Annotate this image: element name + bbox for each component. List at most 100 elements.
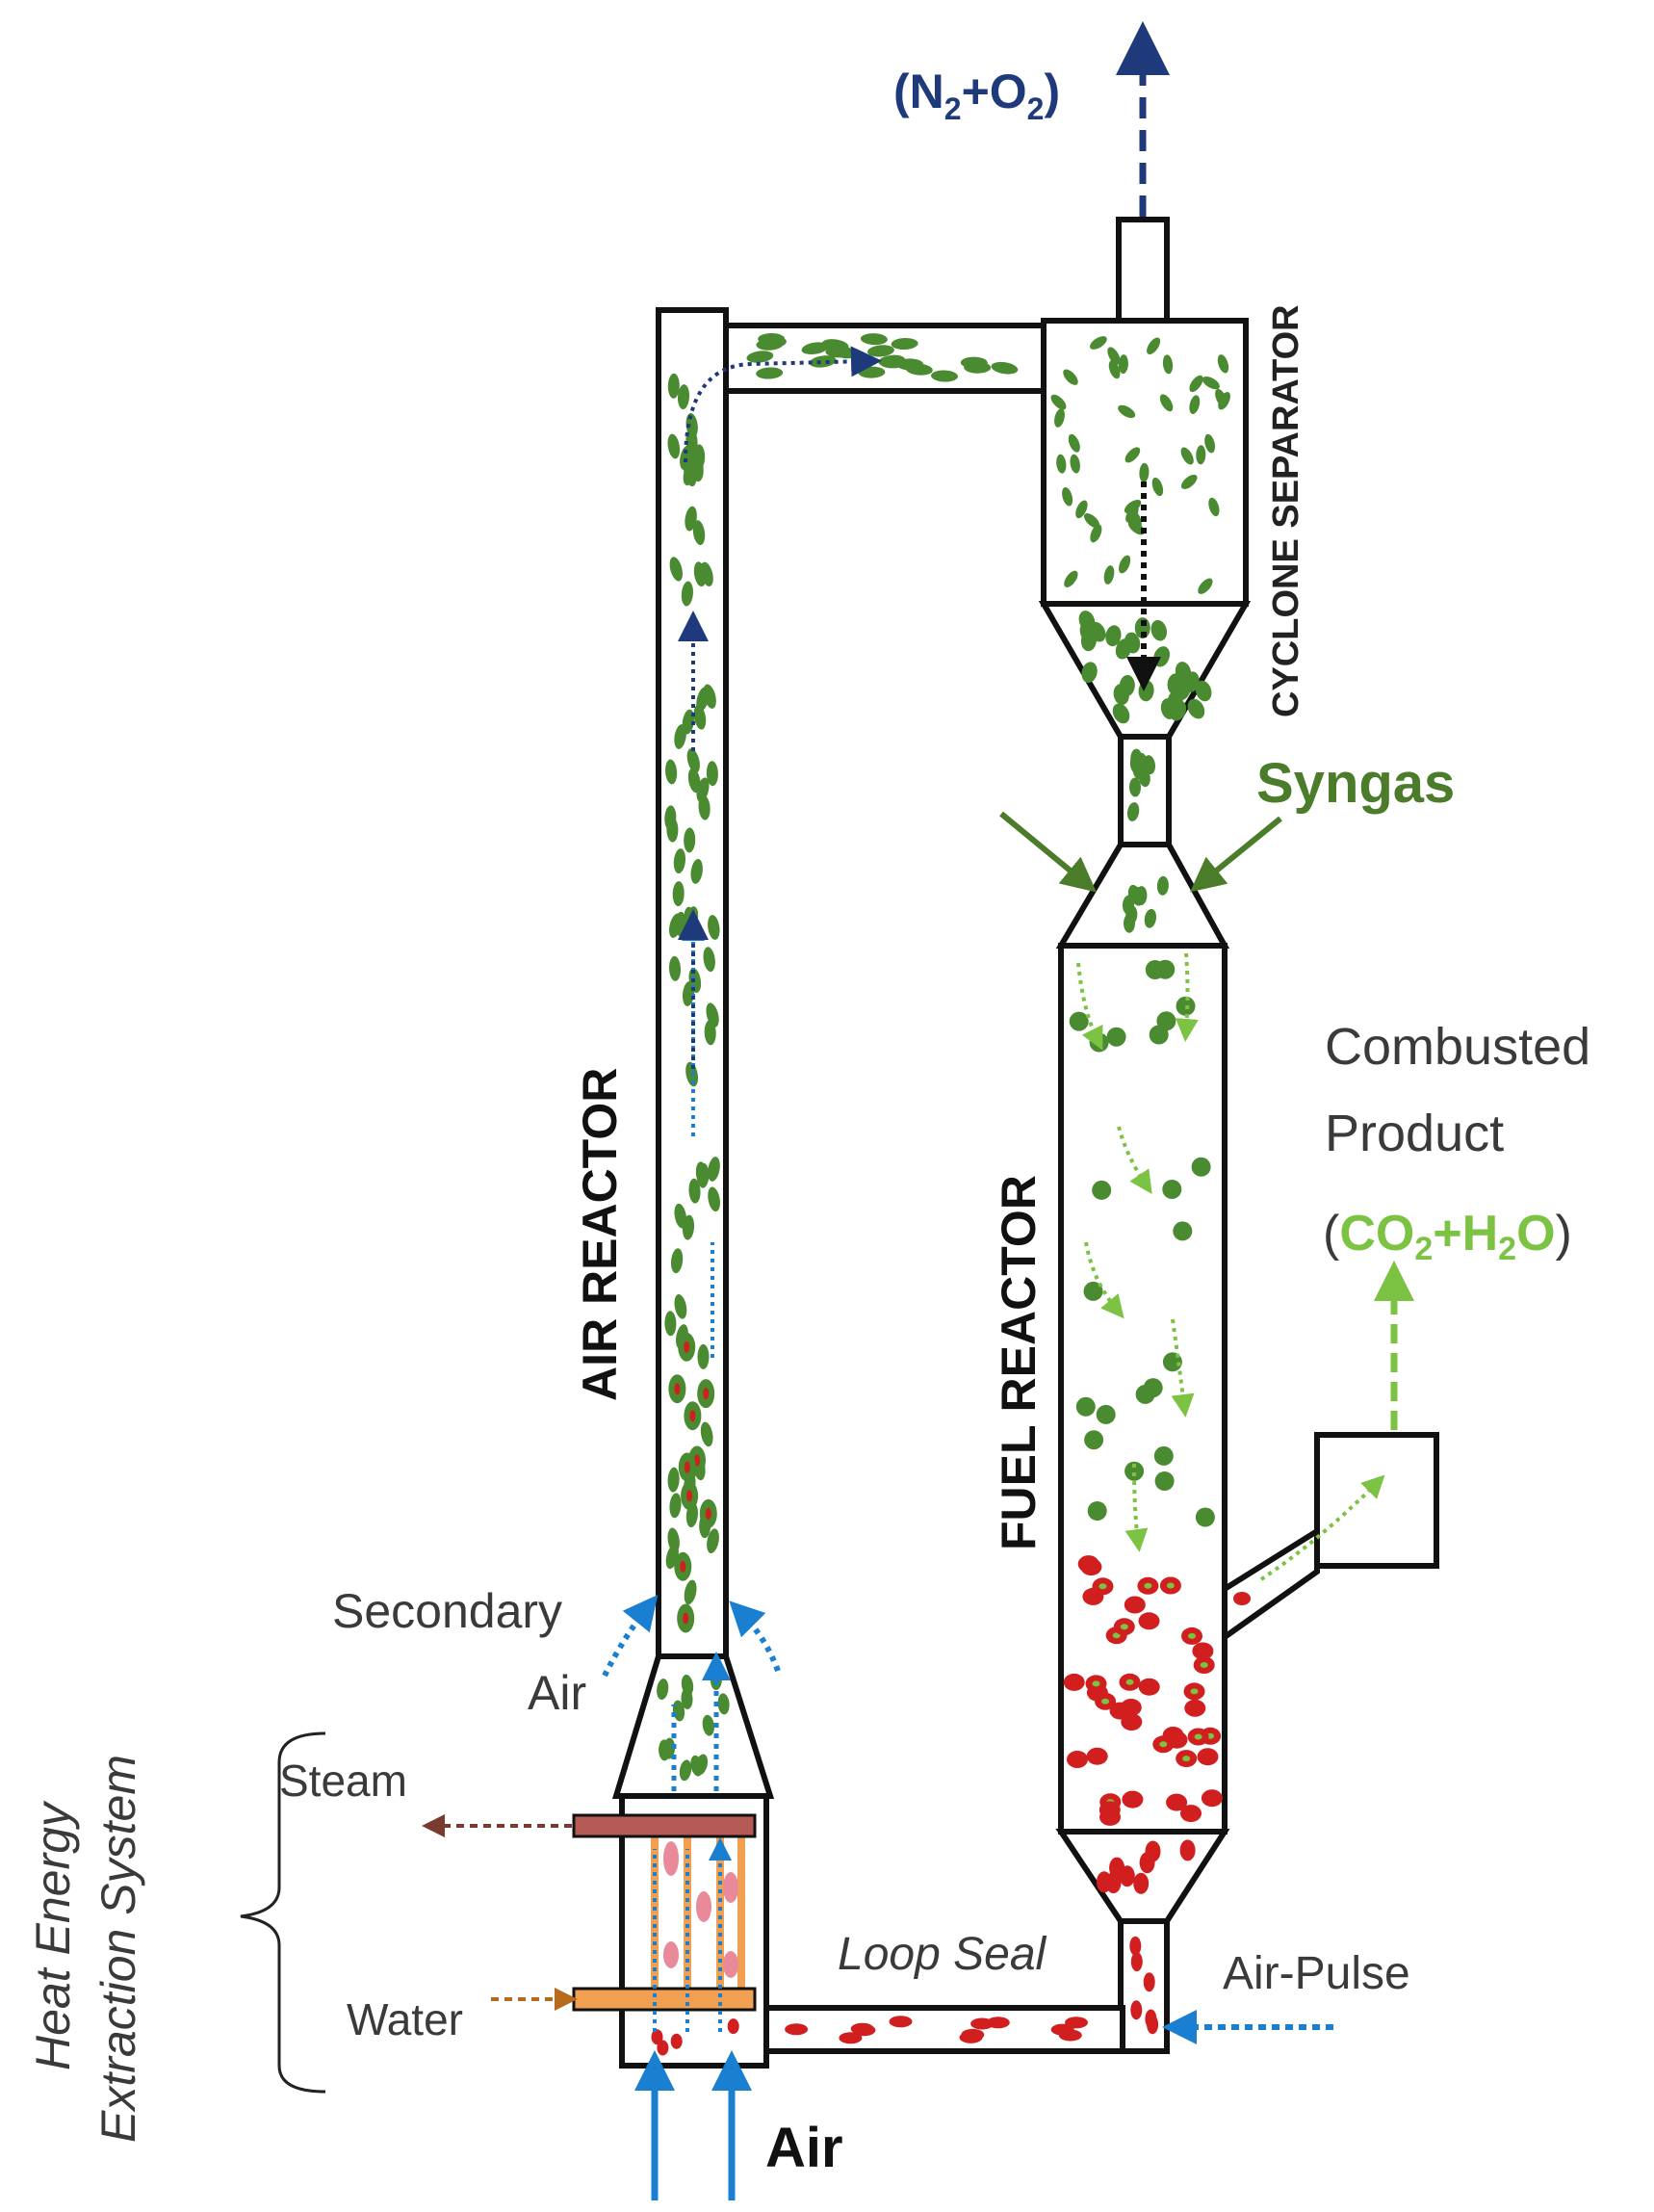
reduced-carrier-particle (1197, 1748, 1219, 1766)
oxygen-carrier-particle (681, 581, 693, 607)
heat-system-label-line1: Heat Energy (26, 1800, 80, 2070)
reduced-carrier-particle (1129, 1936, 1142, 1956)
reduced-carrier-particle (1067, 1751, 1088, 1768)
oxygen-carrier-particle (670, 1248, 684, 1274)
particle-core (684, 1461, 690, 1473)
reduced-carrier-particle (1179, 1839, 1196, 1861)
oxygen-carrier-particle (1063, 369, 1078, 385)
syngas-label: Syngas (1256, 752, 1455, 815)
oxygen-carrier-particle (1107, 347, 1121, 365)
reduced-carrier-particle (1122, 1790, 1144, 1809)
oxygen-carrier-particle (891, 337, 918, 351)
reduced-carrier-particle (1145, 1840, 1161, 1862)
oxygen-carrier-particle (1156, 875, 1169, 896)
steam-header-bar (572, 1813, 757, 1838)
oxygen-carrier-particle (931, 370, 958, 382)
oxygen-carrier-particle (1159, 394, 1174, 412)
fuel-reactor-label: FUEL REACTOR (992, 1175, 1046, 1550)
oxygen-carrier-particle (1081, 662, 1098, 684)
oxygen-carrier-particle (1128, 777, 1142, 797)
oxygen-carrier-particle (1139, 462, 1150, 482)
oxygen-carrier-particle (1195, 680, 1212, 702)
oxygen-carrier-particle (801, 342, 829, 355)
reduced-particle (1153, 1445, 1174, 1466)
particle-core (1120, 1624, 1128, 1630)
steam-label: Steam (279, 1756, 407, 1806)
fuel-flow-arrow (1084, 1241, 1124, 1319)
oxygen-carrier-particle (695, 1754, 709, 1776)
oxygen-carrier-particle (1198, 578, 1213, 594)
reduced-particle (1087, 1501, 1107, 1521)
product-duct-arrow (1259, 1474, 1385, 1581)
oxygen-carrier-particle (1118, 404, 1136, 419)
reduced-carrier-particle (1166, 1793, 1188, 1811)
particle-layer (651, 332, 1251, 2056)
reduced-carrier-particle (839, 2032, 863, 2044)
reduced-carrier-particle (1080, 1558, 1102, 1576)
reduced-carrier-particle (852, 2024, 876, 2037)
oxygen-carrier-particle (960, 356, 988, 369)
particle-core (684, 1340, 690, 1353)
oxygen-carrier-particle (686, 748, 700, 773)
oxygen-carrier-particle (693, 704, 707, 730)
exhaust-chimney (1116, 217, 1170, 330)
oxygen-carrier-particle (697, 1343, 710, 1369)
reduced-carrier-particle (1184, 1699, 1206, 1717)
reduced-carrier-particle (1133, 1872, 1150, 1894)
oxygen-carrier-particle (681, 1674, 694, 1696)
reduced-particle (1162, 1180, 1182, 1199)
particle-core (705, 1507, 711, 1520)
reduced-carrier-particle (986, 2017, 1010, 2029)
oxygen-carrier-particle (1056, 454, 1067, 474)
reduced-carrier-particle (1058, 2029, 1082, 2042)
reduced-carrier-particle (670, 2033, 683, 2049)
particle-core (686, 1490, 693, 1502)
oxygen-carrier-particle (746, 351, 774, 363)
particle-core (1188, 1632, 1196, 1639)
oxygen-carrier-particle (1079, 620, 1096, 642)
oxygen-carrier-particle (657, 1679, 669, 1701)
oxygen-carrier-particle (673, 848, 686, 874)
oxygen-carrier-particle (1167, 673, 1183, 695)
oxygen-carrier-particle (1162, 354, 1174, 375)
oxygen-carrier-particle (991, 361, 1019, 375)
air-reactor-label: AIR REACTOR (573, 1068, 627, 1401)
reduced-carrier-particle (1180, 1805, 1202, 1823)
reduced-particle (1075, 1396, 1096, 1417)
oxygen-carrier-particle (700, 1421, 713, 1447)
oxygen-carrier-particle (690, 858, 703, 884)
reduced-carrier-particle (1063, 1673, 1085, 1691)
particle-core (1092, 1680, 1100, 1687)
reduced-carrier-particle (1096, 1871, 1112, 1893)
oxygen-carrier-particle (1147, 337, 1161, 355)
reduced-carrier-particle (1143, 1972, 1155, 1992)
oxygen-carrier-particle (1108, 360, 1121, 379)
oxygen-carrier-particle (1217, 354, 1229, 374)
oxygen-carrier-particle (1208, 497, 1220, 517)
secondary-air-label-line1: Secondary (332, 1584, 562, 1638)
fuel-flow-arrow (1124, 1463, 1149, 1552)
syngas-arrow-left (999, 811, 1097, 893)
oxygen-carrier-particle (696, 777, 710, 802)
particle-core (703, 1388, 710, 1400)
particle-core (694, 1454, 700, 1467)
particle-core (1098, 1583, 1107, 1590)
oxygen-carrier-particle (674, 724, 686, 749)
oxygen-carrier-particle (677, 384, 690, 410)
oxygen-carrier-particle (706, 1002, 719, 1028)
heat-exchanger (572, 1813, 757, 2012)
oxygen-carrier-particle (708, 915, 720, 940)
reduced-particle (1195, 1507, 1215, 1527)
oxygen-carrier-particle (664, 1311, 677, 1337)
reduced-carrier-particle (1192, 1642, 1214, 1660)
oxygen-carrier-particle (1125, 905, 1138, 925)
reduced-particle (1096, 1404, 1116, 1424)
oxygen-carrier-particle (666, 817, 679, 843)
particle-core (689, 1410, 696, 1422)
combusted-formula: (CO2+H2O) (1323, 1206, 1572, 1267)
oxygen-carrier-particle (1050, 394, 1067, 410)
oxygen-carrier-particle (1196, 445, 1206, 465)
oxygen-carrier-particle (669, 1493, 682, 1519)
combusted-label-line1: Combusted (1325, 1018, 1590, 1076)
oxygen-carrier-particle (1202, 376, 1220, 390)
